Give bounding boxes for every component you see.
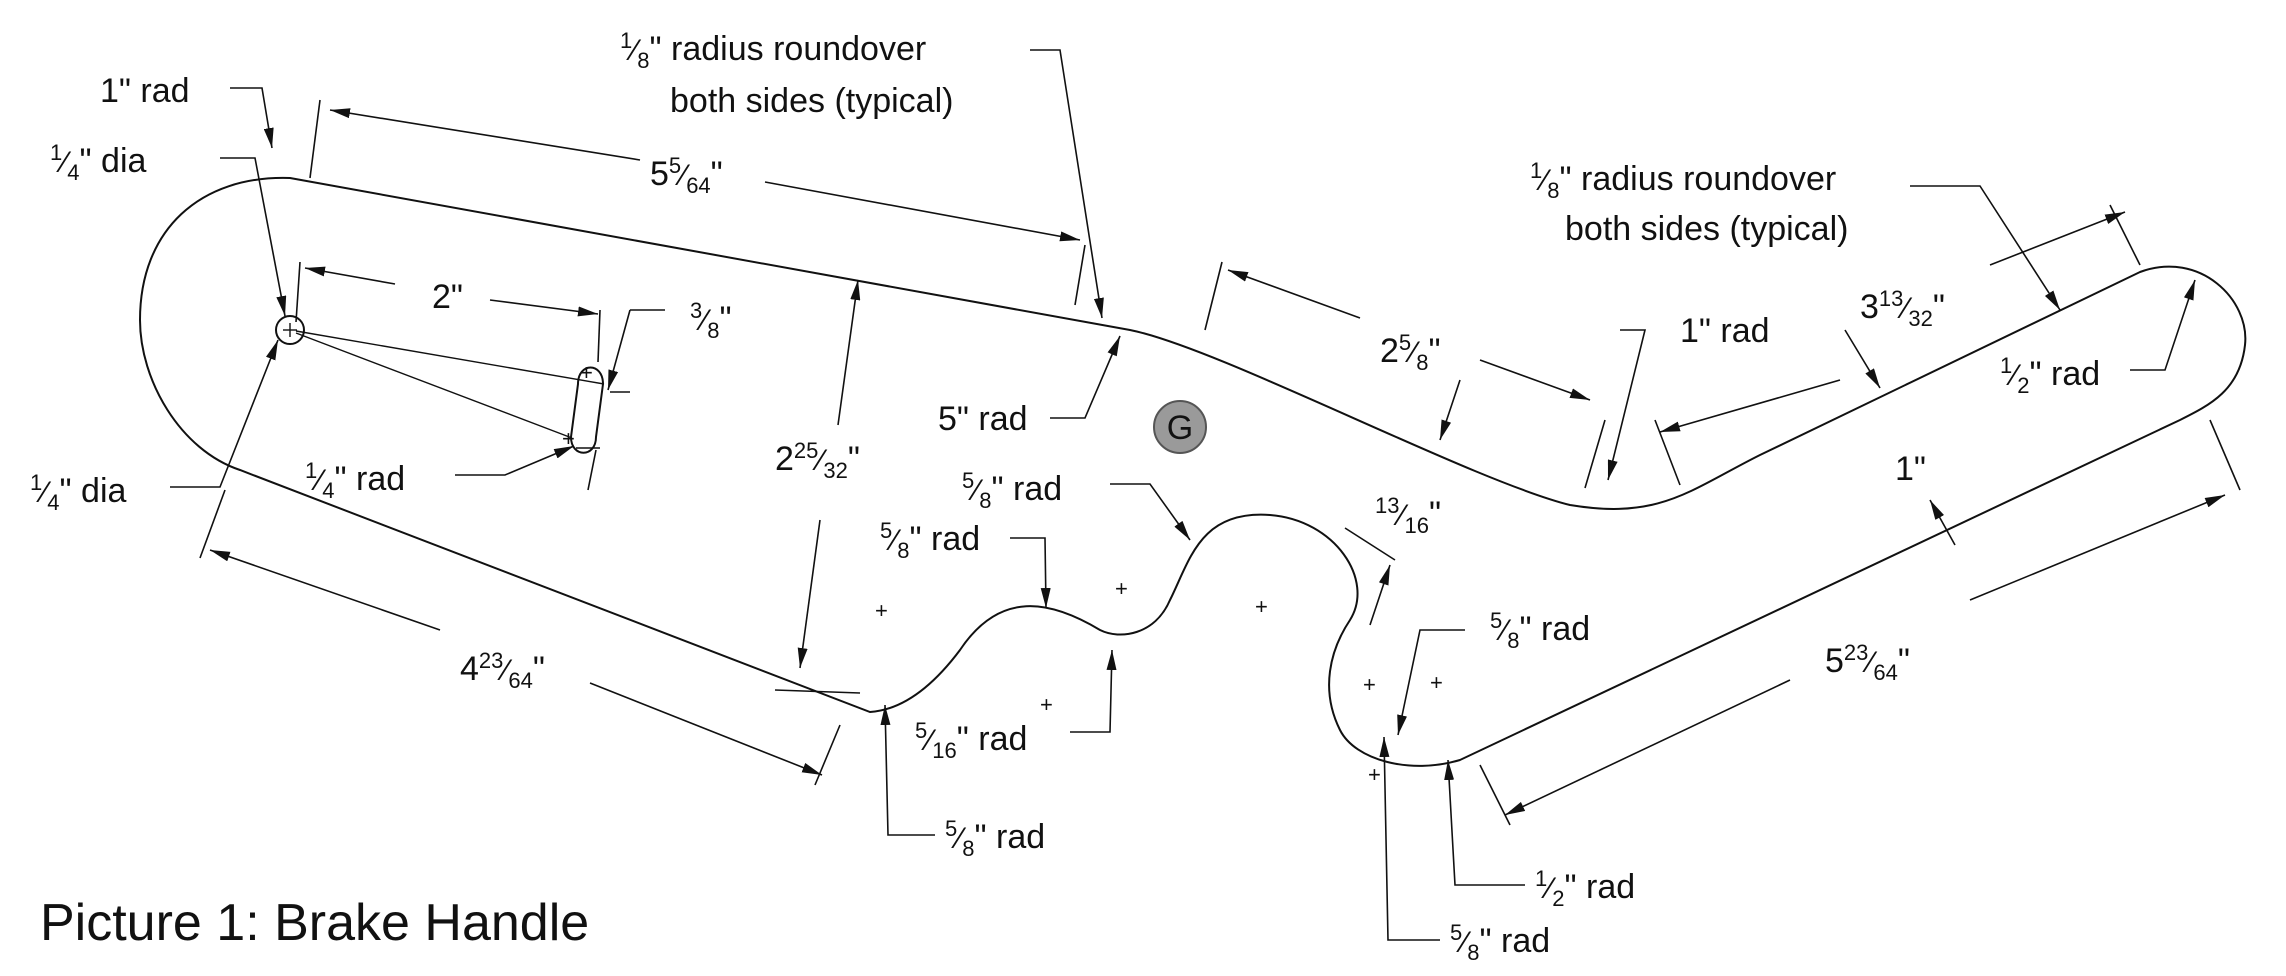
center-mark: + xyxy=(1363,672,1376,697)
label-quarter-dia-top: 1⁄4" dia xyxy=(50,140,146,185)
leader-line xyxy=(1439,379,1461,441)
dimension-line xyxy=(1504,679,1791,816)
dimension-line xyxy=(764,181,1081,242)
label-1in-rad-right: 1" rad xyxy=(1680,312,1770,350)
label-3-8: 3⁄8" xyxy=(690,298,732,343)
leader-line xyxy=(880,704,935,836)
label-5-23-64: 523⁄64" xyxy=(1825,640,1910,685)
label-quarter-rad: 1⁄4" rad xyxy=(305,458,405,503)
label-5-8-rad-d: 5⁄8" rad xyxy=(945,816,1045,861)
extension-line xyxy=(597,309,601,363)
pivot-hole xyxy=(275,315,305,345)
leader-line xyxy=(230,87,274,149)
leader-line xyxy=(587,449,597,491)
extension-line xyxy=(1204,261,1223,331)
label-1in: 1" xyxy=(1895,450,1926,488)
slot-centerline-bottom xyxy=(295,332,573,439)
leader-line xyxy=(1844,329,1881,389)
center-mark: + xyxy=(875,598,888,623)
center-mark: + xyxy=(1040,692,1053,717)
leader-line xyxy=(1110,483,1191,541)
label-5-8-rad-e: 5⁄8" rad xyxy=(1450,920,1550,965)
center-mark: + xyxy=(1368,762,1381,787)
drawing-caption: Picture 1: Brake Handle xyxy=(40,894,589,952)
leader-line xyxy=(1030,49,1104,319)
dimension-line xyxy=(589,682,823,776)
label-2in: 2" xyxy=(432,278,463,316)
extension-line xyxy=(1654,419,1681,486)
center-mark: + xyxy=(1430,670,1443,695)
dimension-line xyxy=(1479,359,1591,401)
gravity-center-marker xyxy=(1153,400,1207,454)
label-roundover-1-line2: both sides (typical) xyxy=(670,82,953,120)
label-5-5-64: 55⁄64" xyxy=(650,153,723,198)
leader-line xyxy=(2130,279,2196,371)
dimension-line xyxy=(304,266,396,285)
label-quarter-dia-bottom: 1⁄4" dia xyxy=(30,470,126,515)
slot-centerline-top xyxy=(295,330,605,385)
leader-line xyxy=(170,339,279,488)
leader-line xyxy=(1444,759,1525,886)
label-5in-rad: 5" rad xyxy=(938,400,1028,438)
dimension-line xyxy=(329,108,641,161)
label-4-23-64: 423⁄64" xyxy=(460,648,545,693)
leader-line xyxy=(220,157,287,317)
label-half-rad-right: 1⁄2" rad xyxy=(2000,353,2100,398)
leader-line xyxy=(455,445,575,476)
label-2-5-8: 25⁄8" xyxy=(1380,330,1441,375)
handle-outline xyxy=(138,176,2247,767)
dimension-line xyxy=(1989,211,2126,266)
slot-cross-mark-bottom: + xyxy=(562,426,575,451)
extension-line xyxy=(1344,527,1396,561)
dimension-line xyxy=(489,299,599,317)
extension-line xyxy=(774,689,861,694)
label-5-8-rad-c: 5⁄8" rad xyxy=(1490,608,1590,653)
label-5-8-rad-b: 5⁄8" rad xyxy=(880,518,980,563)
label-5-16-rad: 5⁄16" rad xyxy=(915,718,1027,763)
gravity-center-label: G xyxy=(1167,409,1193,447)
cable-slot xyxy=(569,366,605,454)
leader-line xyxy=(607,309,631,391)
dimension-line xyxy=(837,279,861,426)
leader-line xyxy=(1910,185,2061,311)
leader-line xyxy=(1010,537,1051,609)
dimension-line xyxy=(797,519,821,669)
slot-cross-mark-top: + xyxy=(580,360,593,385)
leader-line xyxy=(1929,499,1956,546)
label-2-25-32: 225⁄32" xyxy=(775,438,860,483)
leader-line xyxy=(1070,649,1117,733)
extension-line xyxy=(1584,419,1606,489)
extension-line xyxy=(2209,419,2241,491)
leader-line xyxy=(1369,564,1391,626)
center-mark: + xyxy=(1255,594,1268,619)
extension-line xyxy=(814,724,841,786)
label-roundover-2-line1: 1⁄8" radius roundover xyxy=(1530,158,1836,203)
dimension-line xyxy=(1969,494,2226,601)
center-mark: + xyxy=(1115,576,1128,601)
extension-line xyxy=(309,99,321,179)
label-half-rad-bottom: 1⁄2" rad xyxy=(1535,866,1635,911)
extension-line xyxy=(1074,244,1086,306)
extension-line xyxy=(2109,204,2141,266)
dimension-line xyxy=(1659,379,1841,433)
extension-line xyxy=(199,489,226,559)
leader-line xyxy=(1379,736,1440,941)
label-1in-rad-top-left: 1" rad xyxy=(100,72,190,110)
leader-line xyxy=(1607,329,1647,481)
leader-line xyxy=(1050,335,1121,419)
label-roundover-1-line1: 1⁄8" radius roundover xyxy=(620,28,926,73)
extension-line xyxy=(1479,764,1511,826)
label-3-13-32: 313⁄32" xyxy=(1860,286,1945,331)
label-roundover-2-line2: both sides (typical) xyxy=(1565,210,1848,248)
dimension-line xyxy=(1227,269,1361,319)
leader-line xyxy=(1397,629,1465,736)
label-5-8-rad-a: 5⁄8" rad xyxy=(962,468,1062,513)
label-13-16: 13⁄16" xyxy=(1375,493,1441,538)
extension-line xyxy=(295,261,301,323)
dimension-line xyxy=(209,549,441,631)
